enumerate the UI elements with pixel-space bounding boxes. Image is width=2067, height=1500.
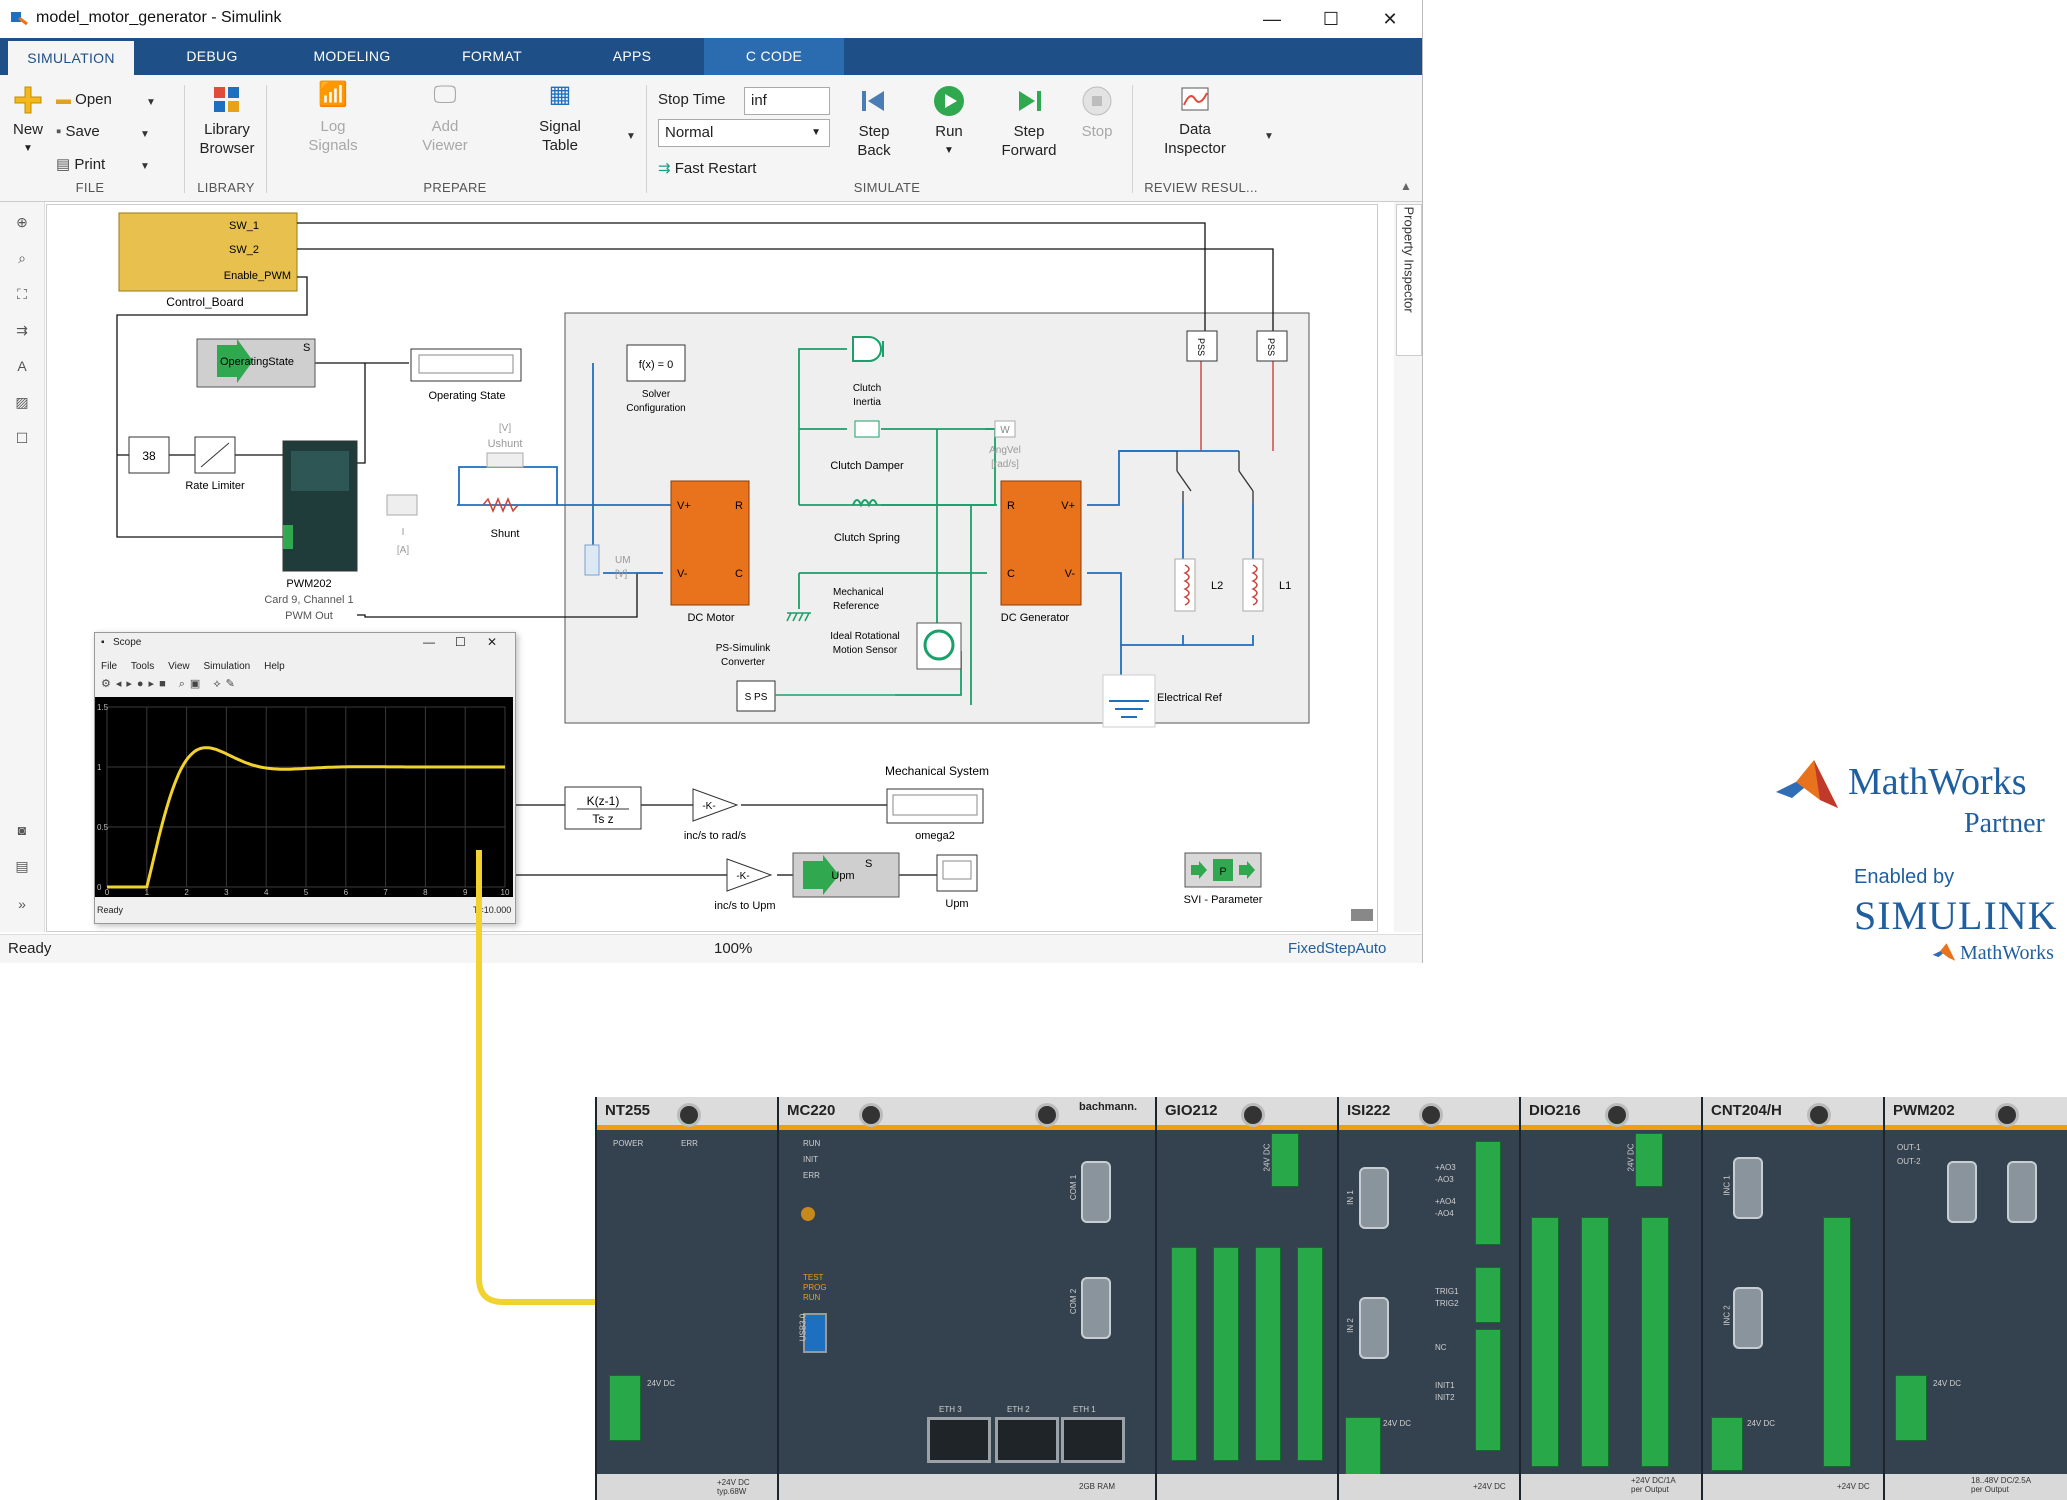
cnt204-inc2-port[interactable]: [1733, 1287, 1763, 1349]
module-gio212: GIO212 24V DC: [1155, 1097, 1337, 1500]
mathworks-small-logo: [1932, 942, 1956, 967]
mc220-com2-label: COM 2: [1069, 1289, 1078, 1314]
gio212-terminal-1[interactable]: [1171, 1247, 1197, 1461]
mc220-usb-label: USB3.0: [798, 1314, 807, 1342]
isi222-bottom: +24V DC: [1473, 1482, 1506, 1491]
cnt204-terminal[interactable]: [1823, 1217, 1851, 1467]
isi222-trig-terminal[interactable]: [1475, 1267, 1501, 1323]
dio216-terminal-3[interactable]: [1641, 1217, 1669, 1467]
mathworks-membrane-icon: [1774, 758, 1840, 810]
cnt204-power-terminal[interactable]: [1711, 1417, 1743, 1471]
module-dio216: DIO216 24V DC +24V DC/1A per Output: [1519, 1097, 1701, 1500]
module-gio212-name: GIO212: [1165, 1102, 1218, 1119]
nt255-bottom: +24V DC typ.68W: [717, 1478, 750, 1496]
mc220-eth3-port[interactable]: [927, 1417, 991, 1463]
gio212-24v: 24V DC: [1263, 1143, 1272, 1171]
module-nt255: NT255 POWER ERR 24V DC +24V DC typ.68W: [595, 1097, 777, 1500]
dio216-power-terminal[interactable]: [1635, 1133, 1663, 1187]
pwm202-bottom: 18..48V DC/2.5A per Output: [1971, 1476, 2031, 1494]
isi222-in1-label: IN 1: [1346, 1190, 1355, 1205]
module-nt255-name: NT255: [605, 1102, 650, 1119]
isi222-ao3p: +AO3: [1435, 1163, 1456, 1172]
isi222-power-terminal[interactable]: [1345, 1417, 1381, 1475]
gio212-terminal-3[interactable]: [1255, 1247, 1281, 1461]
mc220-run-mode: RUN: [803, 1293, 820, 1302]
mc220-com1-port[interactable]: [1081, 1161, 1111, 1223]
nt255-power-terminal[interactable]: [609, 1375, 641, 1441]
pwm202-out2-led: OUT-2: [1897, 1157, 1921, 1166]
mc220-prog: PROG: [803, 1283, 827, 1292]
dio216-terminal-1[interactable]: [1531, 1217, 1559, 1467]
cnt204-inc1-label: INC 1: [1723, 1175, 1732, 1195]
partner-text: Partner: [1964, 808, 2045, 840]
module-mc220: MC220 bachmann. RUN INIT ERR TEST PROG RU…: [777, 1097, 1155, 1500]
isi222-ao4p: +AO4: [1435, 1197, 1456, 1206]
module-isi222-name: ISI222: [1347, 1102, 1390, 1119]
pwm202-out1-led: OUT-1: [1897, 1143, 1921, 1152]
mc220-eth3-label: ETH 3: [939, 1405, 962, 1414]
isi222-init2: INIT2: [1435, 1393, 1455, 1402]
module-pwm202: PWM202 OUT-1 OUT-2 24V DC 18..48V DC/2.5…: [1883, 1097, 2067, 1500]
isi222-trig2: TRIG2: [1435, 1299, 1459, 1308]
cnt204-24v: 24V DC: [1747, 1419, 1775, 1428]
simulink-wordmark: SIMULINK: [1854, 892, 2058, 939]
cnt204-inc2-label: INC 2: [1723, 1305, 1732, 1325]
bachmann-hardware-rack: NT255 POWER ERR 24V DC +24V DC typ.68W M…: [595, 1097, 2067, 1500]
isi222-in2-port[interactable]: [1359, 1297, 1389, 1359]
pwm202-24v: 24V DC: [1933, 1379, 1961, 1388]
mc220-com1-label: COM 1: [1069, 1175, 1078, 1200]
mc220-com2-port[interactable]: [1081, 1277, 1111, 1339]
mc220-bottom: 2GB RAM: [1079, 1482, 1115, 1491]
isi222-trig1: TRIG1: [1435, 1287, 1459, 1296]
module-isi222: ISI222 IN 1 IN 2 +AO3 -AO3 +AO4 -AO4 TRI…: [1337, 1097, 1519, 1500]
mc220-eth2-label: ETH 2: [1007, 1405, 1030, 1414]
isi222-init1: INIT1: [1435, 1381, 1455, 1390]
module-mc220-name: MC220: [787, 1102, 835, 1119]
mc220-init-led: INIT: [803, 1155, 818, 1164]
enabled-by-text: Enabled by: [1854, 866, 1954, 889]
mc220-eth2-port[interactable]: [995, 1417, 1059, 1463]
isi222-ao4m: -AO4: [1435, 1209, 1454, 1218]
module-pwm202-name: PWM202: [1893, 1102, 1955, 1119]
module-cnt204h: CNT204/H INC 1 INC 2 24V DC +24V DC: [1701, 1097, 1883, 1500]
isi222-nc: NC: [1435, 1343, 1447, 1352]
isi222-24v: 24V DC: [1383, 1419, 1411, 1428]
isi222-ao3m: -AO3: [1435, 1175, 1454, 1184]
dio216-24v: 24V DC: [1627, 1143, 1636, 1171]
mc220-test: TEST: [803, 1273, 823, 1282]
gio212-terminal-2[interactable]: [1213, 1247, 1239, 1461]
cnt204-bottom: +24V DC: [1837, 1482, 1870, 1491]
mathworks-small-icon: [1932, 942, 1956, 962]
isi222-init-terminal[interactable]: [1475, 1329, 1501, 1451]
nt255-power-led: POWER: [613, 1139, 643, 1148]
dio216-bottom: +24V DC/1A per Output: [1631, 1476, 1676, 1494]
pwm202-out1-port[interactable]: [1947, 1161, 1977, 1223]
mathworks-wordmark: MathWorks: [1848, 760, 2026, 804]
mathworks-small-text: MathWorks: [1960, 942, 2054, 965]
isi222-in2-label: IN 2: [1346, 1318, 1355, 1333]
module-dio216-name: DIO216: [1529, 1102, 1581, 1119]
mathworks-partner-logo: [1774, 758, 1840, 815]
module-cnt204h-name: CNT204/H: [1711, 1102, 1782, 1119]
gio212-terminal-4[interactable]: [1297, 1247, 1323, 1461]
mc220-rotary-switch[interactable]: [801, 1207, 815, 1221]
bachmann-brand: bachmann.: [1079, 1101, 1137, 1113]
dio216-terminal-2[interactable]: [1581, 1217, 1609, 1467]
mc220-err-led: ERR: [803, 1171, 820, 1180]
mc220-eth1-port[interactable]: [1061, 1417, 1125, 1463]
mc220-eth1-label: ETH 1: [1073, 1405, 1096, 1414]
gio212-power-terminal[interactable]: [1271, 1133, 1299, 1187]
cnt204-inc1-port[interactable]: [1733, 1157, 1763, 1219]
mc220-run-led: RUN: [803, 1139, 820, 1148]
pwm202-power-terminal[interactable]: [1895, 1375, 1927, 1441]
nt255-24v: 24V DC: [647, 1379, 675, 1388]
nt255-err-led: ERR: [681, 1139, 698, 1148]
isi222-in1-port[interactable]: [1359, 1167, 1389, 1229]
pwm202-out2-port[interactable]: [2007, 1161, 2037, 1223]
isi222-ao-terminal[interactable]: [1475, 1141, 1501, 1245]
